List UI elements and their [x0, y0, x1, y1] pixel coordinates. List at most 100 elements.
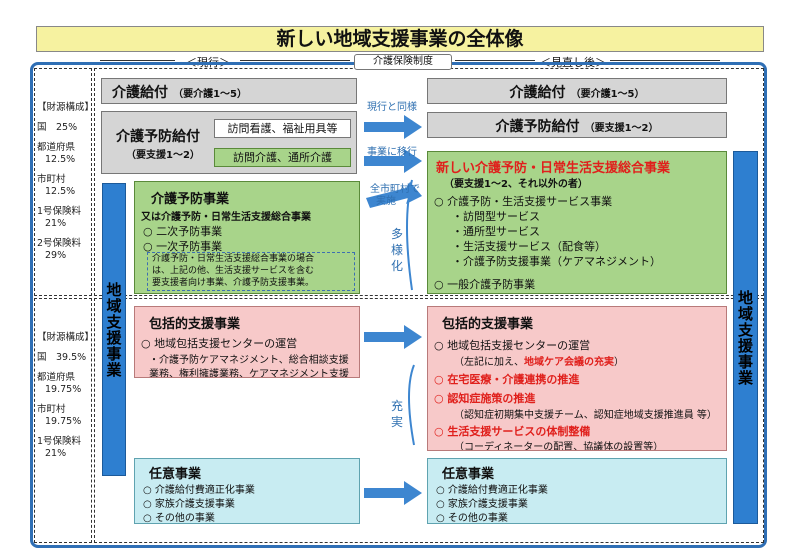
list-item: 業務、権利擁護業務、ケアマネジメント支援 [149, 369, 349, 378]
list-note: （左記に加え、地域ケア会議の充実） [454, 353, 624, 368]
arrow-label-same: 現行と同様 [367, 102, 417, 113]
list-item: ○ 認知症施策の推進 [434, 392, 536, 405]
box-title: 介護給付 [112, 85, 168, 101]
box-subtitle: （要支援1～2） [584, 123, 659, 134]
note-text: ） [614, 357, 624, 368]
list-item: ・介護予防ケアマネジメント、総合相談支援 [149, 355, 349, 366]
list-item: ○ 二次予防事業 [143, 225, 223, 238]
right-nini-box: 任意事業 ○ 介護給付費適正化事業 ○ 家族介護支援事業 ○ その他の事業 [427, 458, 727, 524]
box-title: 介護給付 [509, 85, 566, 101]
box-subtitle: （要支援1～2、それ以外の者） [444, 179, 588, 190]
header-line [100, 60, 175, 61]
list-subitem: ・生活支援サービス（配食等） [452, 240, 606, 253]
funding-line: 12.5% [45, 154, 76, 165]
box-title: 新しい介護予防・日常生活支援総合事業 [436, 161, 671, 176]
list-item: ○ 生活支援サービスの体制整備 [434, 425, 591, 438]
list-item: ○ 家族介護支援事業 [143, 499, 235, 510]
service-item: 訪問介護、通所介護 [214, 148, 351, 167]
funding-panel [34, 68, 92, 296]
enhance-bracket [408, 364, 415, 446]
list-item: ○ 地域包括支援センターの運営 [141, 337, 298, 350]
right-houkatsu-box: 包括的支援事業 ○ 地域包括支援センターの運営 （左記に加え、地域ケア会議の充実… [427, 306, 727, 451]
funding-composition-bottom: 【財源構成】 国 39.5% 都道府県 19.75% 市町村 19.75% 1号… [37, 332, 95, 460]
right-kaigo-kyufu-box: 介護給付 （要介護1～5） [427, 78, 727, 104]
box-title: 介護予防事業 [151, 192, 230, 207]
label-diversify: 多様化 [391, 227, 404, 273]
arrow-label-municipal: 全市町村で [370, 184, 420, 195]
list-item: ○ その他の事業 [143, 513, 215, 524]
list-subitem: ・訪問型サービス [452, 210, 540, 223]
funding-line: 19.75% [45, 416, 82, 427]
arrow-same [364, 115, 422, 139]
list-item: ○ 一次予防事業 [143, 240, 223, 253]
funding-line: 国 39.5% [37, 352, 87, 363]
funding-line: 21% [45, 448, 67, 459]
box-title: 任意事業 [149, 467, 202, 482]
note-line: 要支援者向け事業、介護予防支援事業。 [152, 278, 315, 288]
funding-heading: 【財源構成】 [37, 102, 95, 113]
arrow-transfer [364, 149, 422, 173]
label-enhance: 充実 [391, 399, 404, 429]
box-title: 包括的支援事業 [442, 317, 534, 332]
diversify-bracket [406, 179, 413, 291]
list-item: ○ 在宅医療・介護連携の推進 [434, 373, 580, 386]
left-yobou-jigyou-box: 介護予防事業 又は介護予防・日常生活支援総合事業 ○ 二次予防事業 ○ 一次予防… [134, 181, 360, 294]
right-sougou-jigyou-box: 新しい介護予防・日常生活支援総合事業 （要支援1～2、それ以外の者） ○ 介護予… [427, 151, 727, 294]
list-item: ○ 地域包括支援センターの運営 [434, 339, 591, 352]
left-kaigo-kyufu-box: 介護給付 （要介護1～5） [101, 78, 357, 104]
box-title: 任意事業 [442, 467, 495, 482]
note-line: は、上記の他、生活支援サービスを含む [152, 266, 315, 276]
funding-line: 市町村 [37, 404, 66, 415]
header-line [240, 60, 350, 61]
funding-line: 2号保険料 [37, 238, 82, 249]
right-yobou-kyufu-box: 介護予防給付 （要支援1～2） [427, 112, 727, 138]
list-subitem: ・通所型サービス [452, 225, 540, 238]
system-label: 介護保険制度 [354, 54, 452, 70]
left-yobou-kyufu-box: 介護予防給付 （要支援1～2） 訪問看護、福祉用具等 訪問介護、通所介護 [101, 111, 357, 174]
funding-line: 19.75% [45, 384, 82, 395]
funding-heading: 【財源構成】 [37, 332, 95, 343]
arrow-label-transfer: 事業に移行 [367, 147, 417, 158]
arrow-houkatsu [364, 325, 422, 349]
arrow-label-municipal: 実施 [376, 196, 396, 207]
funding-panel [34, 298, 92, 543]
funding-line: 29% [45, 250, 67, 261]
box-title: 介護予防給付 [495, 119, 580, 135]
list-item: ○ 一般介護予防事業 [434, 278, 536, 291]
left-nini-box: 任意事業 ○ 介護給付費適正化事業 ○ 家族介護支援事業 ○ その他の事業 [134, 458, 360, 524]
bottom-area [94, 298, 764, 543]
box-title: 包括的支援事業 [149, 317, 241, 332]
funding-line: 1号保険料 [37, 436, 82, 447]
right-chiiki-shien-label: 地域支援事業 [733, 151, 758, 524]
box-subtitle: （要介護1～5） [173, 89, 248, 100]
header-line [455, 60, 535, 61]
list-note: （認知症初期集中支援チーム、認知症地域支援推進員 等） [454, 410, 717, 421]
list-subitem: ・介護予防支援事業（ケアマネジメント） [452, 255, 661, 268]
list-note: （コーディネーターの配置、協議体の設置等） [454, 442, 664, 451]
box-subtitle: 又は介護予防・日常生活支援総合事業 [141, 212, 311, 223]
box-title: 介護予防給付 [116, 129, 200, 145]
header-line [610, 60, 720, 61]
service-item: 訪問看護、福祉用具等 [214, 119, 351, 138]
arrow-nini [364, 481, 422, 505]
box-subtitle: （要介護1～5） [570, 89, 645, 100]
funding-line: 都道府県 [37, 142, 76, 153]
transition-arrows [364, 115, 422, 505]
list-item: ○ 介護予防・生活支援サービス事業 [434, 195, 613, 208]
box-subtitle: （要支援1～2） [126, 150, 200, 161]
left-houkatsu-box: 包括的支援事業 ○ 地域包括支援センターの運営 ・介護予防ケアマネジメント、総合… [134, 306, 360, 378]
funding-line: 市町村 [37, 174, 66, 185]
list-item: ○ 家族介護支援事業 [436, 499, 528, 510]
page-title: 新しい地域支援事業の全体像 [36, 26, 764, 52]
list-item: ○ 介護給付費適正化事業 [436, 485, 548, 496]
funding-composition-top: 【財源構成】 国 25% 都道府県 12.5% 市町村 12.5% 1号保険料 … [37, 102, 95, 262]
left-chiiki-shien-label: 地域支援事業 [102, 183, 126, 476]
funding-line: 21% [45, 218, 67, 229]
list-item: ○ 介護給付費適正化事業 [143, 485, 255, 496]
funding-line: 都道府県 [37, 372, 76, 383]
note-line: 介護予防・日常生活支援総合事業の場合 [152, 254, 315, 264]
sougou-note-box: 介護予防・日常生活支援総合事業の場合 は、上記の他、生活支援サービスを含む 要支… [147, 252, 355, 291]
funding-line: 1号保険料 [37, 206, 82, 217]
note-text: （左記に加え、 [454, 357, 524, 368]
funding-line: 12.5% [45, 186, 76, 197]
